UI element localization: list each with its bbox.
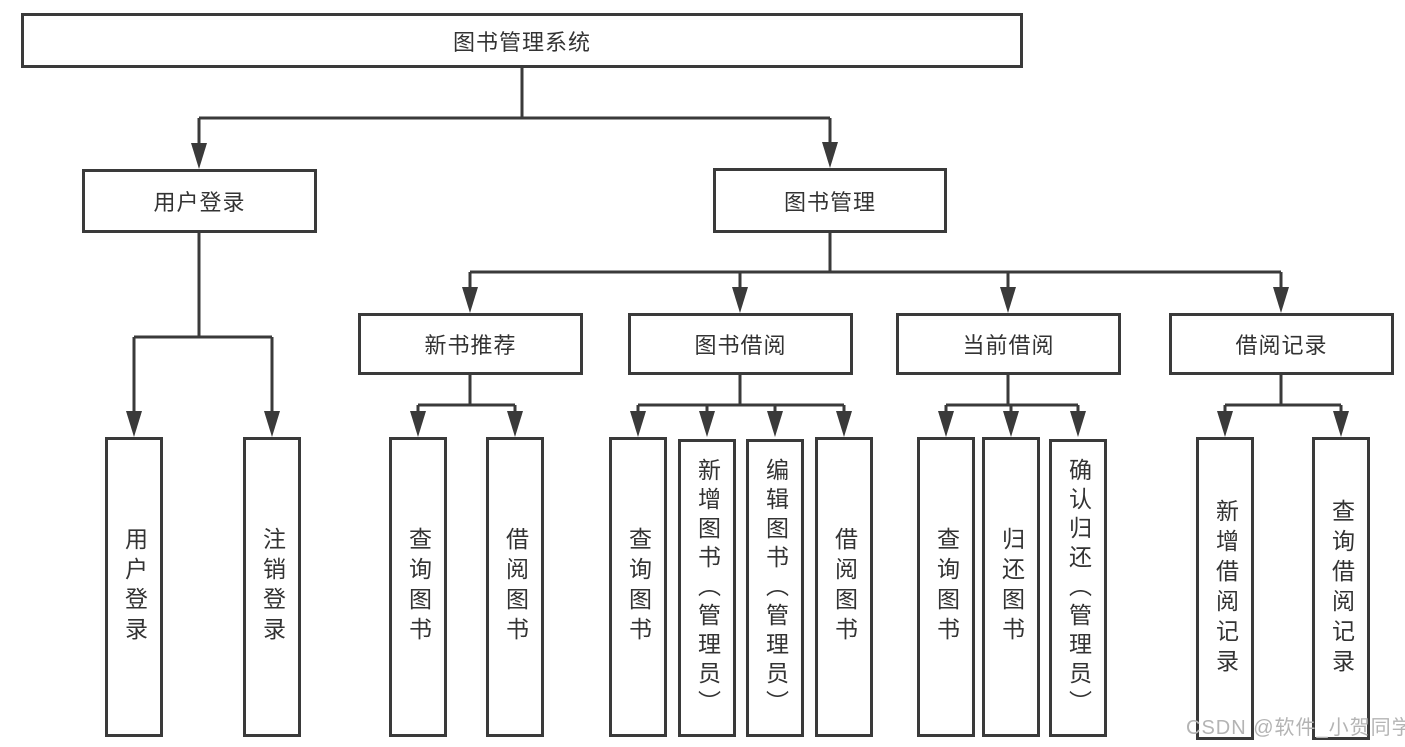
leaf-user-login: 用户登录 xyxy=(105,437,163,737)
arrowhead-icon xyxy=(1003,411,1019,437)
leaf-logout: 注销登录 xyxy=(243,437,301,737)
leaf-edit-book-admin: 编辑图书（管理员） xyxy=(746,439,804,737)
leaf-label: 借阅图书 xyxy=(502,527,529,647)
leaf-return-books: 归还图书 xyxy=(982,437,1040,737)
leaf-label: 新增借阅记录 xyxy=(1212,498,1239,679)
arrowhead-icon xyxy=(264,411,280,437)
leaf-query-books-borrowing: 查询图书 xyxy=(609,437,667,737)
node-new-book-recommendation: 新书推荐 xyxy=(358,313,583,375)
arrowhead-icon xyxy=(822,142,838,168)
leaf-label: 归还图书 xyxy=(998,527,1025,647)
node-book-management: 图书管理 xyxy=(713,168,947,233)
leaf-label: 用户登录 xyxy=(121,527,148,647)
arrowhead-icon xyxy=(732,287,748,313)
leaf-add-borrow-record: 新增借阅记录 xyxy=(1196,437,1254,740)
arrowhead-icon xyxy=(630,411,646,437)
connector-root-to-level2 xyxy=(197,68,832,146)
leaf-label: 新增图书（管理员） xyxy=(694,457,721,719)
arrowhead-icon xyxy=(1217,411,1233,437)
arrowhead-icon xyxy=(126,411,142,437)
leaf-query-books-current: 查询图书 xyxy=(917,437,975,737)
connector-bookmgmt-to-level3 xyxy=(468,233,1283,290)
node-current-borrowing: 当前借阅 xyxy=(896,313,1121,375)
csdn-watermark: CSDN @软件_小贺同学 xyxy=(1186,717,1405,739)
leaf-label: 编辑图书（管理员） xyxy=(762,457,789,719)
arrowhead-icon xyxy=(1333,411,1349,437)
connector-currentborrow-to-leaves xyxy=(944,375,1080,414)
leaf-query-books-recommendation: 查询图书 xyxy=(389,437,447,737)
node-borrowing-records: 借阅记录 xyxy=(1169,313,1394,375)
arrowhead-icon xyxy=(938,411,954,437)
arrowhead-icon xyxy=(410,411,426,437)
arrowhead-icon xyxy=(1273,287,1289,313)
node-book-borrowing: 图书借阅 xyxy=(628,313,853,375)
node-user-login: 用户登录 xyxy=(82,169,317,233)
leaf-label: 借阅图书 xyxy=(831,527,858,647)
arrowhead-icon xyxy=(1070,411,1086,437)
connector-bookborrow-to-leaves xyxy=(636,375,846,414)
leaf-confirm-return-admin: 确认归还（管理员） xyxy=(1049,439,1107,737)
leaf-add-book-admin: 新增图书（管理员） xyxy=(678,439,736,737)
node-root: 图书管理系统 xyxy=(21,13,1023,68)
leaf-borrow-books-recommendation: 借阅图书 xyxy=(486,437,544,737)
connector-userlogin-to-leaves xyxy=(132,233,274,414)
leaf-label: 注销登录 xyxy=(259,527,286,647)
arrowheads xyxy=(126,142,1349,437)
connector-paths xyxy=(132,68,1343,414)
arrowhead-icon xyxy=(1000,287,1016,313)
leaf-label: 查询借阅记录 xyxy=(1328,498,1355,679)
arrowhead-icon xyxy=(767,411,783,437)
leaf-label: 查询图书 xyxy=(625,527,652,647)
leaf-label: 查询图书 xyxy=(405,527,432,647)
leaf-query-borrow-record: 查询借阅记录 xyxy=(1312,437,1370,740)
arrowhead-icon xyxy=(836,411,852,437)
arrowhead-icon xyxy=(699,411,715,437)
arrowhead-icon xyxy=(462,287,478,313)
leaf-label: 查询图书 xyxy=(933,527,960,647)
arrowhead-icon xyxy=(191,143,207,169)
connector-borrowrecords-to-leaves xyxy=(1223,375,1343,414)
leaf-label: 确认归还（管理员） xyxy=(1065,457,1092,719)
arrowhead-icon xyxy=(507,411,523,437)
leaf-borrow-books-borrowing: 借阅图书 xyxy=(815,437,873,737)
connector-newbookrec-to-leaves xyxy=(416,375,517,414)
